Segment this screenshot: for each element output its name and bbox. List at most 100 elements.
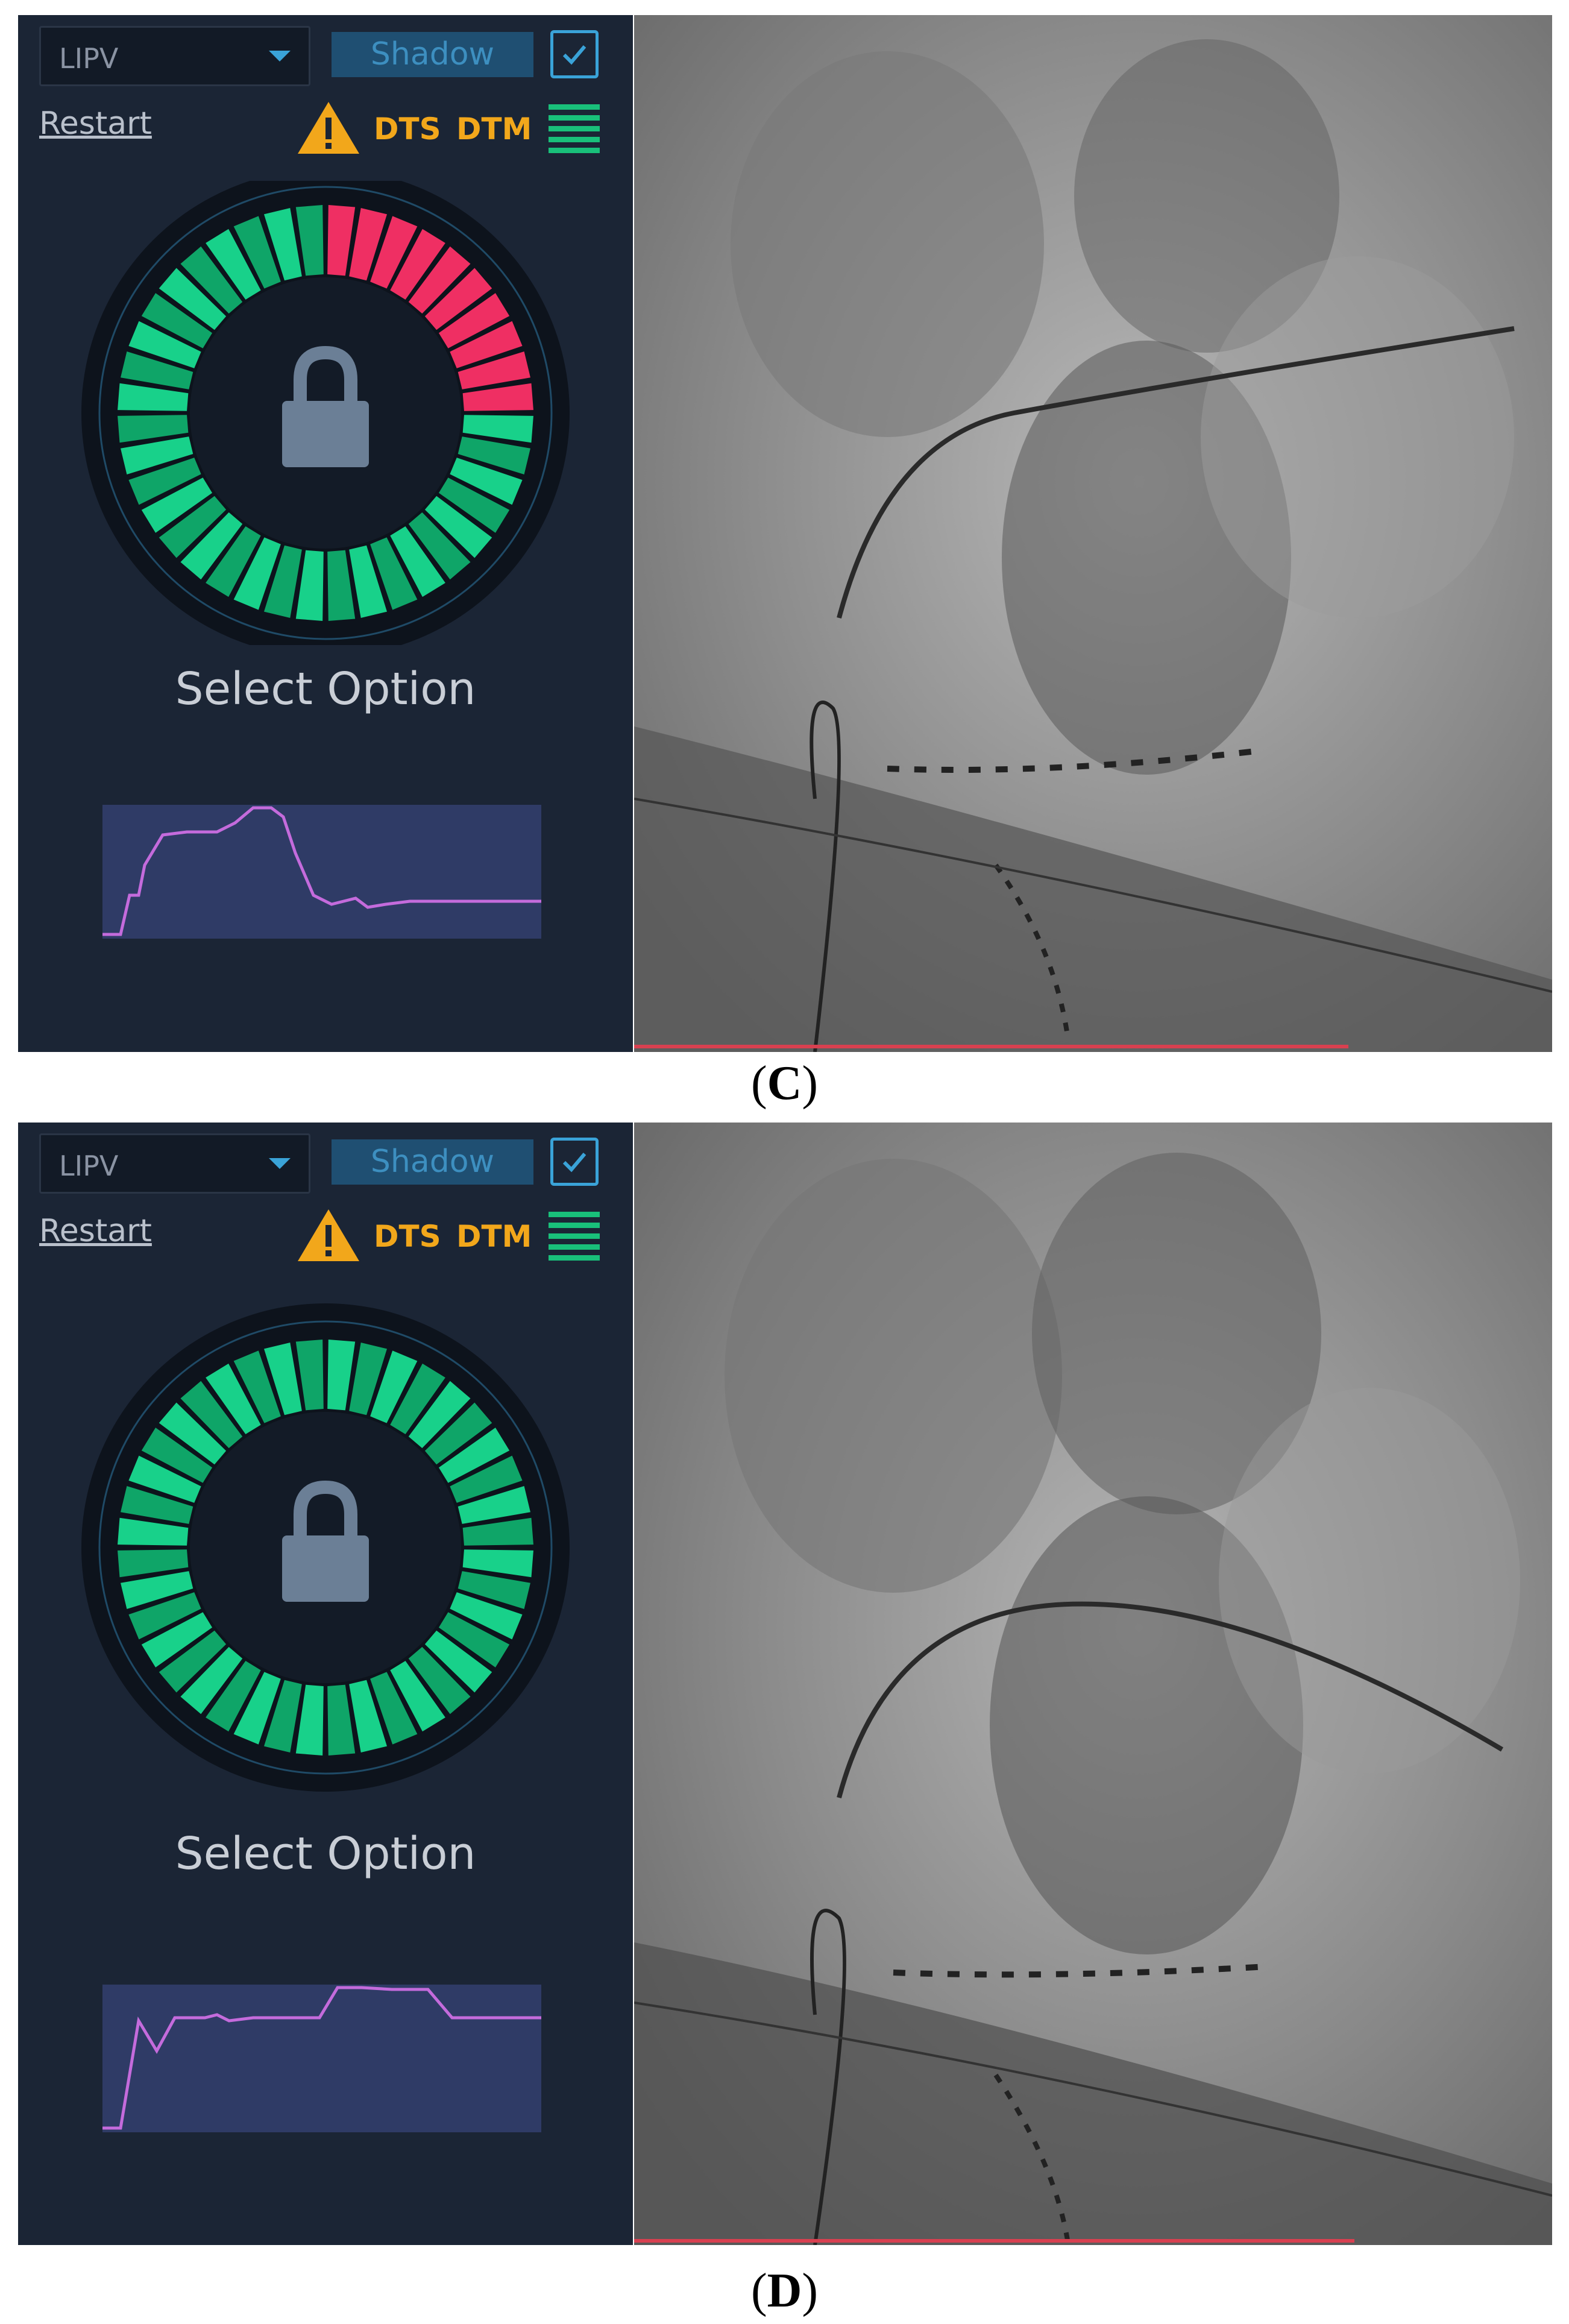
dial-segment-green bbox=[159, 1630, 227, 1693]
restart-link[interactable]: Restart bbox=[39, 1213, 152, 1249]
dial-segment-green bbox=[159, 496, 227, 558]
dial-segment-green bbox=[408, 512, 471, 580]
dial-segment-green bbox=[118, 1517, 189, 1546]
scale-ruler bbox=[634, 2239, 1354, 2243]
dial-segment-red bbox=[349, 208, 388, 281]
signal-bars-icon bbox=[549, 1212, 600, 1266]
dial-segment-green bbox=[438, 1428, 510, 1483]
dial-segment-green bbox=[424, 1402, 492, 1465]
dial-segment-green bbox=[462, 1549, 533, 1578]
dial-segment-green bbox=[128, 1455, 201, 1503]
status-text: Select Option bbox=[175, 663, 476, 715]
shadow-button[interactable]: Shadow bbox=[332, 1139, 533, 1185]
dial-segment-green bbox=[462, 1517, 533, 1546]
dial-segment-green bbox=[159, 1402, 227, 1465]
dial-segment-green bbox=[206, 228, 261, 300]
checkbox-checked-icon[interactable] bbox=[550, 1138, 599, 1186]
lock-icon bbox=[282, 1480, 369, 1602]
dial-segment-green bbox=[295, 205, 324, 276]
caption-d: (D) bbox=[750, 2264, 819, 2317]
dial-segment-green bbox=[263, 208, 302, 281]
dts-label: DTS bbox=[374, 1219, 441, 1254]
warning-icon bbox=[298, 1209, 359, 1261]
dial-ring bbox=[98, 1320, 553, 1775]
vein-select[interactable]: LIPV bbox=[39, 26, 310, 86]
dial-segment-green bbox=[121, 1571, 193, 1610]
dial-segment-green bbox=[450, 1455, 523, 1503]
dial-segment-green bbox=[295, 1684, 324, 1756]
signal-bars-icon bbox=[549, 104, 600, 159]
pressure-trace bbox=[102, 1985, 541, 2132]
dial-segment-green bbox=[408, 1646, 471, 1715]
dial-segment-green bbox=[118, 383, 189, 411]
sidebar-panel: LIPV Shadow Restart DTS DTM Select Optio… bbox=[18, 1123, 633, 2245]
checkbox-checked-icon[interactable] bbox=[550, 30, 599, 78]
dial-segment-green bbox=[390, 1363, 445, 1435]
dial-segment-green bbox=[438, 1612, 510, 1667]
dtm-label: DTM bbox=[456, 112, 532, 146]
dial-segment-green bbox=[370, 1350, 418, 1423]
caption-c: (C) bbox=[750, 1057, 819, 1110]
dial-segment-red bbox=[390, 228, 445, 300]
fluoroscopy-image bbox=[634, 15, 1552, 1052]
dial-segment-green bbox=[180, 512, 243, 580]
dial-segment-green bbox=[457, 436, 530, 475]
dial-segment-green bbox=[295, 1340, 324, 1411]
dial-segment-green bbox=[141, 1612, 213, 1667]
dial-segment-green bbox=[121, 436, 193, 475]
dial-segment-red bbox=[438, 293, 510, 348]
dial-segment-green bbox=[438, 477, 510, 533]
dial-segment-green bbox=[206, 1363, 261, 1435]
dial-segment-green bbox=[233, 1350, 281, 1423]
dial-segment-green bbox=[457, 1571, 530, 1610]
restart-link[interactable]: Restart bbox=[39, 105, 152, 142]
pressure-trace bbox=[102, 805, 541, 939]
dial-segment-green bbox=[233, 1672, 281, 1745]
dial-segment-green bbox=[462, 415, 533, 443]
dtm-label: DTM bbox=[456, 1219, 532, 1254]
dial-segment-red bbox=[370, 216, 418, 289]
dial-segment-green bbox=[206, 1660, 261, 1732]
dial-segment-green bbox=[141, 477, 213, 533]
status-text: Select Option bbox=[175, 1828, 476, 1880]
warning-icon bbox=[298, 102, 359, 154]
lock-icon bbox=[282, 345, 369, 467]
dial-segment-green bbox=[180, 1381, 243, 1449]
dial-segment-green bbox=[349, 1343, 388, 1415]
dts-label: DTS bbox=[374, 112, 441, 146]
dial-segment-green bbox=[206, 526, 261, 597]
dial-segment-green bbox=[141, 293, 213, 348]
dial-segment-green bbox=[349, 545, 388, 618]
panel-c: LIPV Shadow Restart DTS DTM Select Optio… bbox=[18, 15, 1552, 1052]
dial-ring bbox=[98, 186, 553, 640]
shadow-button[interactable]: Shadow bbox=[332, 32, 533, 77]
dial-segment-green bbox=[370, 1672, 418, 1745]
dial-segment-green bbox=[327, 1340, 356, 1411]
dial-segment-green bbox=[390, 1660, 445, 1732]
dial-segment-green bbox=[457, 1485, 530, 1524]
dial-segment-green bbox=[370, 537, 418, 610]
fluoroscopy-image bbox=[634, 1123, 1552, 2245]
dial-segment-green bbox=[424, 496, 492, 558]
dial-segment-green bbox=[121, 351, 193, 389]
dial-segment-green bbox=[233, 216, 281, 289]
dial-segment-green bbox=[295, 550, 324, 621]
dial-segment-green bbox=[349, 1680, 388, 1752]
vein-select[interactable]: LIPV bbox=[39, 1133, 310, 1194]
dial-segment-green bbox=[180, 246, 243, 314]
panel-d: LIPV Shadow Restart DTS DTM Select Optio… bbox=[18, 1123, 1552, 2245]
dial-segment-green bbox=[424, 1630, 492, 1693]
sidebar-panel: LIPV Shadow Restart DTS DTM Select Optio… bbox=[18, 15, 633, 1052]
dial-segment-green bbox=[118, 1549, 189, 1578]
dial-segment-green bbox=[450, 1592, 523, 1640]
vein-select-value: LIPV bbox=[59, 1150, 119, 1182]
chevron-down-icon bbox=[269, 1158, 291, 1169]
dial-segment-green bbox=[159, 268, 227, 330]
dial-segment-green bbox=[128, 1592, 201, 1640]
dial-segment-red bbox=[457, 351, 530, 389]
dial-segment-green bbox=[263, 545, 302, 618]
dial-segment-green bbox=[263, 1343, 302, 1415]
dial-segment-green bbox=[263, 1680, 302, 1752]
dial-segment-green bbox=[118, 415, 189, 443]
occlusion-dial bbox=[81, 181, 570, 645]
